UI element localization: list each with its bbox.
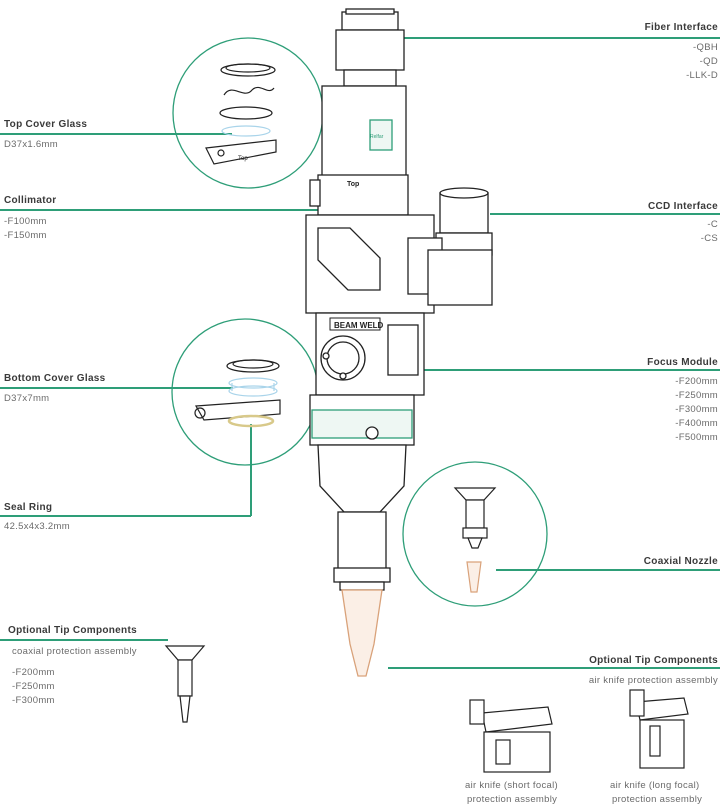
leader-coaxial-nozzle — [496, 569, 720, 571]
nozzle-detail-circle — [402, 461, 548, 607]
air-knife-long-caption-2: protection assembly — [612, 794, 703, 805]
focus-module-option-5: -F500mm — [675, 432, 718, 443]
optional-tip-right-title: Optional Tip Components — [589, 655, 718, 666]
top-cover-glass-spec: D37x1.6mm — [4, 139, 58, 150]
ccd-interface-title: CCD Interface — [647, 201, 718, 212]
fiber-interface-title: Fiber Interface — [644, 22, 718, 33]
optional-tip-left-option-2: -F250mm — [12, 681, 55, 692]
leader-focus-module — [362, 369, 720, 371]
leader-bottom-cover-glass — [0, 387, 233, 389]
focus-module-option-3: -F300mm — [675, 404, 718, 415]
air-knife-short-caption-2: protection assembly — [467, 794, 558, 805]
air-knife-short-assembly — [469, 699, 553, 773]
focus-module-option-1: -F200mm — [675, 376, 718, 387]
leader-collimator — [0, 209, 330, 211]
seal-ring-title: Seal Ring — [4, 502, 53, 513]
top-detail-circle — [172, 37, 324, 189]
collimator-option-1: -F100mm — [4, 216, 47, 227]
optional-tip-left-subtitle: coaxial protection assembly — [12, 646, 137, 657]
focus-module-option-2: -F250mm — [675, 390, 718, 401]
leader-seal-ring — [0, 515, 251, 517]
focus-module-option-4: -F400mm — [675, 418, 718, 429]
leader-optional-tip-right — [388, 667, 720, 669]
brand-plate — [329, 317, 381, 331]
seal-ring-spec: 42.5x4x3.2mm — [4, 521, 70, 532]
bottom-cover-glass-spec: D37x7mm — [4, 393, 50, 404]
top-cover-glass-exploded — [205, 63, 277, 165]
fiber-interface-option-2: -QD — [699, 56, 718, 67]
coaxial-nozzle-exploded — [453, 487, 497, 549]
top-holder-mark: Top — [238, 156, 248, 162]
coaxial-nozzle-copper — [466, 561, 482, 593]
brand-plate-text: BEAM WELD — [334, 321, 384, 330]
bottom-detail-circle — [171, 318, 319, 466]
bottom-cover-glass-exploded — [194, 359, 281, 421]
air-knife-long-caption-1: air knife (long focal) — [610, 780, 700, 791]
body-logo: Relfar — [370, 134, 384, 140]
air-knife-short-caption-1: air knife (short focal) — [465, 780, 558, 791]
optional-tip-left-title: Optional Tip Components — [8, 625, 137, 636]
top-cover-glass-title: Top Cover Glass — [4, 119, 88, 130]
bottom-cover-glass-title: Bottom Cover Glass — [4, 373, 106, 384]
leader-fiber-interface — [402, 37, 720, 39]
leader-optional-tip-left — [0, 639, 168, 641]
body-top-mark: Top — [347, 181, 359, 188]
ccd-interface-option-1: -C — [707, 219, 718, 230]
optional-tip-left-option-1: -F200mm — [12, 667, 55, 678]
collimator-title: Collimator — [4, 195, 57, 206]
head-nozzle-tip — [341, 589, 383, 677]
leader-seal-ring-vertical — [250, 424, 252, 516]
leader-top-cover-glass — [0, 133, 232, 135]
optional-tip-right-subtitle: air knife protection assembly — [588, 675, 718, 686]
fiber-interface-option-3: -LLK-D — [686, 70, 718, 81]
coaxial-protection-assembly — [164, 645, 206, 723]
collimator-option-2: -F150mm — [4, 230, 47, 241]
fiber-interface-option-1: -QBH — [693, 42, 718, 53]
welding-head-body — [305, 8, 493, 591]
air-knife-long-assembly — [629, 689, 689, 769]
optional-tip-left-option-3: -F300mm — [12, 695, 55, 706]
coaxial-nozzle-title: Coaxial Nozzle — [643, 556, 718, 567]
leader-ccd-interface — [490, 213, 720, 215]
focus-module-title: Focus Module — [647, 357, 718, 368]
ccd-interface-option-2: -CS — [700, 233, 718, 244]
seal-ring-part — [227, 414, 275, 428]
